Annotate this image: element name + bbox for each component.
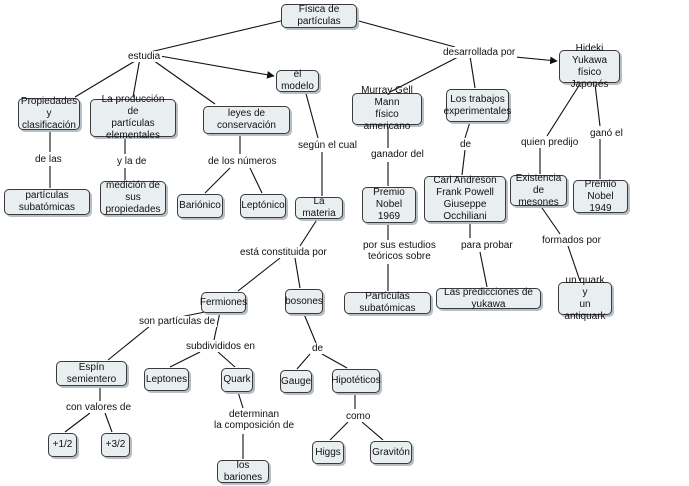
node-fisica-de-particulas[interactable]: Física de partículas xyxy=(281,4,357,28)
node-premio-nobel-1969[interactable]: Premio Nobel 1969 xyxy=(362,187,416,223)
node-premio-nobel-1949[interactable]: Premio Nobel 1949 xyxy=(573,179,628,214)
node-higgs[interactable]: Higgs xyxy=(312,441,344,464)
link-ganador-del: ganador del xyxy=(369,149,426,160)
node-gauge[interactable]: Gauge xyxy=(280,370,312,393)
link-quien-predijo: quien predijo xyxy=(519,137,581,148)
node-el-modelo[interactable]: el modelo xyxy=(276,69,319,92)
link-gano-el: ganó el xyxy=(588,128,625,139)
node-propiedades[interactable]: Propiedades y clasificación xyxy=(18,96,80,131)
node-trabajos-experimentales[interactable]: Los trabajos experimentales xyxy=(444,89,511,122)
node-leyes-conservacion[interactable]: leyes de conservación xyxy=(203,106,290,134)
link-de-trabajos: de xyxy=(458,139,474,150)
node-leptonico[interactable]: Leptónico xyxy=(240,194,286,218)
node-particulas-subatomicas-2[interactable]: Partículas subatómicas xyxy=(344,291,431,314)
link-de-las: de las xyxy=(33,154,64,165)
link-subdivididos-en: subdivididos en xyxy=(184,341,257,352)
node-graviton[interactable]: Gravitón xyxy=(370,441,412,464)
node-medicion[interactable]: medición de sus propiedades xyxy=(100,180,166,215)
link-de-bosones: de xyxy=(310,343,326,354)
node-quark[interactable]: Quark xyxy=(221,368,253,392)
node-los-bariones[interactable]: los bariones xyxy=(217,460,269,483)
link-con-valores-de: con valores de xyxy=(64,402,134,413)
node-hideki-yukawa[interactable]: Hideki Yukawa físico Japonés xyxy=(559,43,620,90)
node-murray-gell-mann[interactable]: Murray Gell Mann físico americano xyxy=(352,85,422,132)
node-hipoteticos[interactable]: Hipotéticos xyxy=(331,369,381,393)
link-determinan: determinan la composición de xyxy=(212,409,297,431)
link-y-la-de: y la de xyxy=(115,156,149,167)
node-predicciones-yukawa[interactable]: Las predicciones de yukawa xyxy=(436,287,541,310)
node-produccion[interactable]: La producción de partículas elementales xyxy=(90,94,176,141)
node-fermiones[interactable]: Fermiones xyxy=(200,292,247,313)
node-espin-semientero[interactable]: Espín semientero xyxy=(56,361,127,386)
node-carl-andreson[interactable]: Carl Andreson Frank Powell Giuseppe Occh… xyxy=(424,175,506,222)
link-por-sus-estudios: por sus estudios teóricos sobre xyxy=(361,240,438,262)
node-existencia-mesones[interactable]: Existencia de mesones xyxy=(510,173,567,208)
link-de-los-numeros: de los números xyxy=(206,156,279,167)
node-bosones[interactable]: bosones xyxy=(285,289,323,314)
node-particulas-subatomicas-1[interactable]: partículas subatómicas xyxy=(4,189,90,215)
link-estudia: estudia xyxy=(126,51,163,62)
link-esta-constituida-por: está constituida por xyxy=(238,247,329,258)
node-mas-3-2[interactable]: +3/2 xyxy=(101,433,130,457)
node-leptones[interactable]: Leptones xyxy=(144,368,189,391)
link-desarrollada-por: desarrollada por xyxy=(441,47,518,58)
link-formados-por: formados por xyxy=(540,235,603,246)
link-segun-el-cual: según el cual xyxy=(296,140,359,151)
link-como: como xyxy=(344,411,373,422)
node-quark-antiquark[interactable]: un quark y un antiquark xyxy=(558,275,612,322)
link-para-probar: para probar xyxy=(459,240,515,251)
node-barionico[interactable]: Bariónico xyxy=(177,194,223,218)
link-son-particulas-de: son partículas de xyxy=(137,316,218,327)
node-la-materia[interactable]: La materia xyxy=(295,196,343,219)
node-mas-1-2[interactable]: +1/2 xyxy=(48,433,77,457)
